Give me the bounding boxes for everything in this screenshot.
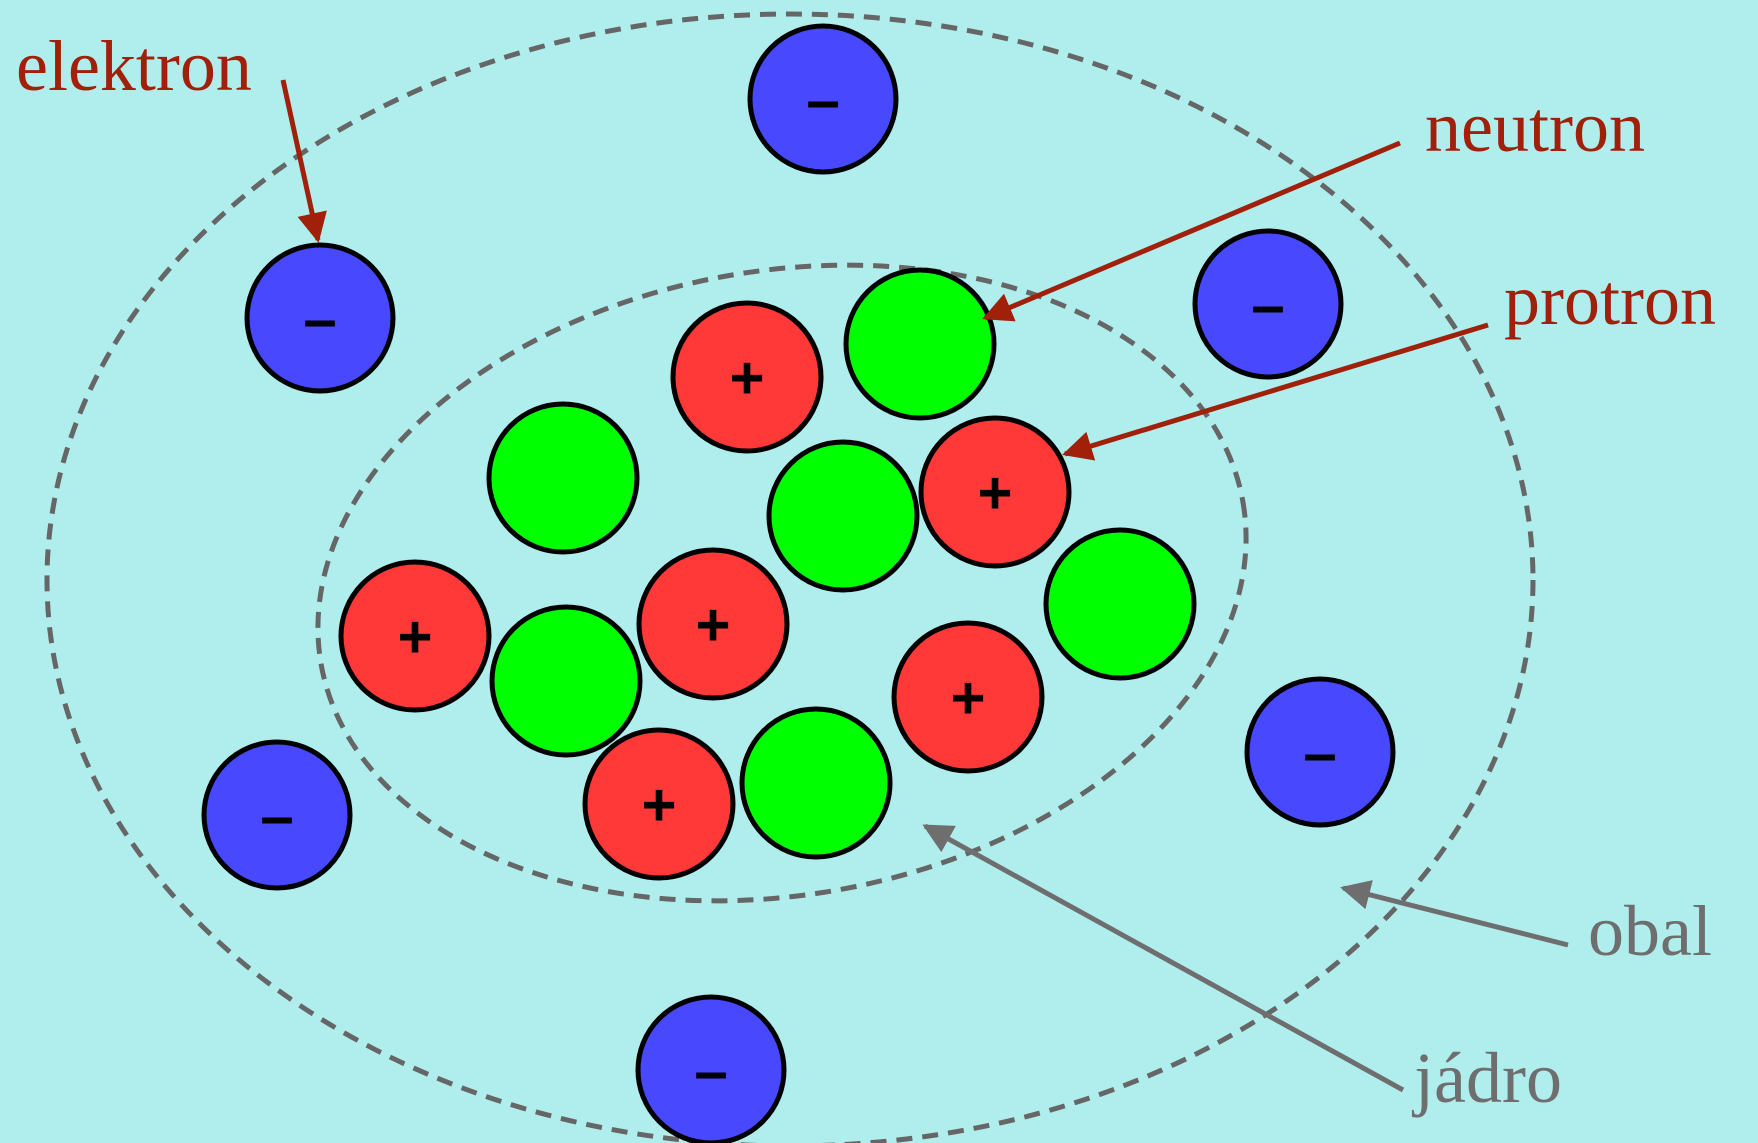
electron-sign: – (806, 67, 839, 134)
nucleus-ellipse (315, 262, 1249, 904)
neutron (739, 706, 893, 860)
label-elektron: elektron (16, 26, 252, 106)
electron: – (635, 994, 787, 1143)
electron: – (201, 739, 353, 891)
electron: – (1244, 676, 1396, 828)
proton: + (636, 547, 790, 701)
neutron-arrow (982, 140, 1401, 322)
proton-sign: + (729, 345, 764, 412)
neutron (1043, 527, 1197, 681)
electron: – (244, 242, 396, 394)
proton-sign: + (695, 592, 730, 659)
obal-arrow (1340, 880, 1569, 948)
neutron (843, 267, 997, 421)
elektron-arrow (280, 79, 327, 243)
proton: + (338, 559, 492, 713)
proton-sign: + (397, 604, 432, 671)
electron: – (747, 23, 899, 175)
label-neutron: neutron (1425, 87, 1645, 167)
label-protron: protron (1504, 260, 1716, 340)
electron-sign: – (1251, 272, 1284, 339)
proton-sign: + (977, 460, 1012, 527)
proton: + (918, 415, 1072, 569)
label-obal: obal (1588, 891, 1712, 971)
proton-sign: + (950, 665, 985, 732)
protron-arrow (1062, 322, 1489, 461)
shell-ellipse (44, 11, 1536, 1143)
neutron (766, 439, 920, 593)
proton-sign: + (641, 772, 676, 839)
label-jadro: jádro (1411, 1038, 1562, 1118)
electron: – (1192, 228, 1344, 380)
neutron (489, 604, 643, 758)
proton: + (582, 727, 736, 881)
electron-sign: – (303, 286, 336, 353)
electron-sign: – (694, 1038, 727, 1105)
neutron (486, 401, 640, 555)
electron-sign: – (260, 783, 293, 850)
proton: + (670, 300, 824, 454)
jadro-arrow (922, 823, 1405, 1093)
proton: + (891, 620, 1045, 774)
electron-sign: – (1303, 720, 1336, 787)
